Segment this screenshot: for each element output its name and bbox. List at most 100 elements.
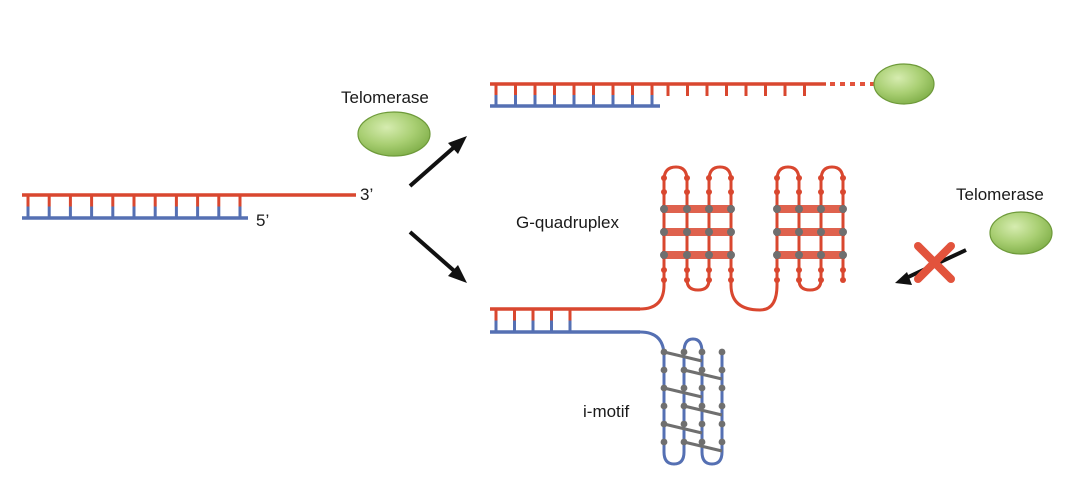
strand-bead [796, 175, 802, 181]
cytosine-node [680, 420, 688, 428]
cytosine-node [660, 420, 668, 428]
bottom-base-pairs [494, 309, 572, 332]
guanine-node [795, 228, 803, 236]
g-quartet-stack-2 [773, 175, 847, 283]
telomerase-enzyme-top-right [873, 63, 935, 105]
strand-bead [728, 277, 734, 283]
cytosine-node [660, 438, 668, 446]
strand-bead [840, 267, 846, 273]
strand-bead [818, 267, 824, 273]
strand-bead [796, 267, 802, 273]
i-motif-strand [639, 330, 724, 466]
strand-bead [818, 277, 824, 283]
g-quadruplex [639, 165, 847, 312]
guanine-node [817, 205, 825, 213]
strand-bead [684, 189, 690, 195]
strand-bead [684, 277, 690, 283]
telomerase-enzyme-left [357, 111, 431, 157]
i-motif-label: i-motif [583, 402, 630, 421]
cytosine-node [660, 384, 668, 392]
guanine-node [839, 205, 847, 213]
strand-bead [840, 175, 846, 181]
cytosine-node [660, 366, 668, 374]
telomerase-label-right: Telomerase [956, 185, 1044, 204]
left-base-pairs [26, 195, 242, 218]
guanine-node [817, 251, 825, 259]
strand-bead [728, 189, 734, 195]
guanine-node [727, 251, 735, 259]
cytosine-node [718, 366, 726, 374]
c-c-pair [663, 422, 703, 435]
top-unpaired-bases [666, 84, 806, 96]
guanine-node [727, 228, 735, 236]
cytosine-node [698, 384, 706, 392]
guanine-node [839, 251, 847, 259]
strand-bead [706, 267, 712, 273]
cytosine-node [660, 402, 668, 410]
strand-bead [774, 267, 780, 273]
g-quartet-plane [662, 251, 733, 259]
cytosine-node [698, 438, 706, 446]
i-motif-pairs [660, 348, 726, 453]
strand-bead [728, 267, 734, 273]
guanine-node [660, 228, 668, 236]
cytosine-node [698, 348, 706, 356]
left-telomere-duplex [22, 193, 356, 220]
strand-bead [796, 189, 802, 195]
strand-bead [661, 175, 667, 181]
strand-bead [684, 267, 690, 273]
telomerase-enzyme-right [989, 211, 1053, 255]
c-c-pair [683, 404, 723, 417]
branch-arrow-down [408, 230, 467, 283]
strand-bead [684, 175, 690, 181]
strand-bead [774, 277, 780, 283]
guanine-node [660, 205, 668, 213]
cytosine-node [698, 402, 706, 410]
guanine-node [683, 228, 691, 236]
strand-bead [728, 175, 734, 181]
guanine-node [773, 205, 781, 213]
three-prime-label: 3’ [360, 185, 374, 204]
strand-bead [840, 277, 846, 283]
strand-bead [661, 267, 667, 273]
c-c-pair [683, 440, 723, 453]
guanine-node [839, 228, 847, 236]
guanine-node [817, 228, 825, 236]
red-x-icon [914, 242, 955, 283]
bottom-duplex [490, 307, 640, 334]
strand-bead [661, 189, 667, 195]
strand-bead [661, 277, 667, 283]
i-motif [639, 330, 726, 466]
strand-bead [818, 189, 824, 195]
strand-bead [818, 175, 824, 181]
guanine-node [727, 205, 735, 213]
c-c-pair [683, 368, 723, 381]
g-quartet-plane [662, 228, 733, 236]
strand-bead [706, 189, 712, 195]
g-quartet-plane [662, 205, 733, 213]
strand-bead [840, 189, 846, 195]
c-c-pair [663, 386, 703, 399]
strand-bead [706, 277, 712, 283]
strand-bead [774, 189, 780, 195]
g-quartet-stack-1 [660, 175, 735, 283]
g-quadruplex-label: G-quadruplex [516, 213, 620, 232]
guanine-node [795, 205, 803, 213]
guanine-node [660, 251, 668, 259]
cytosine-node [718, 384, 726, 392]
cytosine-node [680, 384, 688, 392]
guanine-node [683, 251, 691, 259]
guanine-node [705, 228, 713, 236]
cytosine-node [698, 366, 706, 374]
guanine-node [773, 251, 781, 259]
cytosine-node [680, 438, 688, 446]
top-extended-duplex [490, 77, 918, 108]
cytosine-node [718, 348, 726, 356]
cytosine-node [660, 348, 668, 356]
strand-bead [774, 175, 780, 181]
g-quartet-plane [775, 228, 845, 236]
cytosine-node [718, 420, 726, 428]
strand-bead [796, 277, 802, 283]
